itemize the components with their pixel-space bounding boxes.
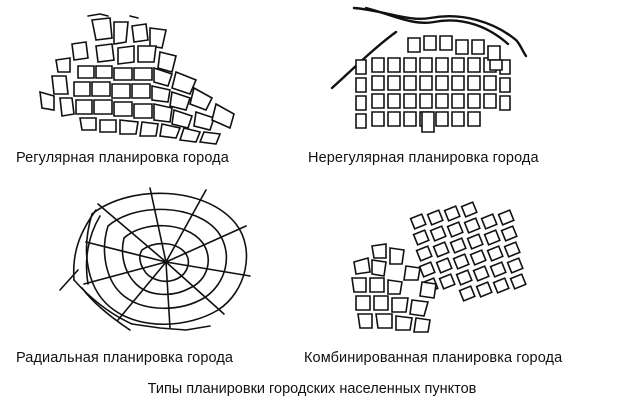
city-block — [388, 112, 400, 126]
irregular-plan-grid — [356, 36, 510, 132]
radial-plan-spokes — [84, 188, 250, 328]
city-block — [477, 282, 492, 297]
city-block — [452, 94, 464, 108]
city-block — [404, 58, 416, 72]
city-block — [356, 78, 366, 92]
city-block — [428, 210, 443, 225]
regular-plan-blocks — [40, 18, 234, 144]
city-block — [456, 40, 468, 54]
city-block — [452, 76, 464, 90]
city-block — [457, 270, 472, 285]
city-block — [420, 58, 432, 72]
city-block — [437, 258, 452, 273]
city-block — [471, 250, 486, 265]
city-block — [420, 262, 435, 277]
radial-plan-drawing — [0, 180, 312, 350]
city-block — [505, 242, 520, 257]
city-block — [468, 94, 480, 108]
regular-plan-panel: Регулярная планировка города — [0, 0, 312, 200]
city-block — [436, 94, 448, 108]
irregular-plan-caption: Нерегулярная планировка города — [308, 150, 539, 166]
city-block — [462, 202, 477, 217]
city-block — [474, 266, 489, 281]
combined-plan-grid — [411, 202, 526, 301]
city-block — [372, 58, 384, 72]
city-block — [484, 76, 496, 90]
city-block — [511, 274, 526, 289]
city-block — [436, 112, 448, 126]
figure-caption: Типы планировки городских населенных пун… — [147, 381, 477, 397]
city-block — [434, 242, 449, 257]
city-block — [485, 230, 500, 245]
city-block — [452, 112, 464, 126]
city-block — [414, 230, 429, 245]
city-block — [404, 76, 416, 90]
city-block — [408, 38, 420, 52]
combined-plan-organic — [352, 244, 436, 332]
city-block — [451, 238, 466, 253]
radial-plan-outskirts — [60, 210, 210, 330]
irregular-plan-panel: Нерегулярная планировка города — [308, 0, 624, 200]
city-block — [424, 36, 436, 50]
city-block — [356, 96, 366, 110]
city-block — [508, 258, 523, 273]
city-block — [420, 76, 432, 90]
city-block — [356, 60, 366, 74]
city-block — [454, 254, 469, 269]
city-block — [388, 58, 400, 72]
city-block — [468, 76, 480, 90]
city-block — [468, 234, 483, 249]
city-block — [484, 94, 496, 108]
city-block — [420, 94, 432, 108]
city-block — [411, 214, 426, 229]
city-block — [417, 246, 432, 261]
city-block — [468, 112, 480, 126]
radial-plan-panel: Радиальная планировка города — [0, 180, 312, 380]
irregular-plan-drawing — [312, 0, 624, 150]
combined-plan-panel: Комбинированная планировка города — [304, 180, 624, 380]
city-block — [488, 246, 503, 261]
city-block — [448, 222, 463, 237]
city-block — [431, 226, 446, 241]
city-block — [472, 40, 484, 54]
city-block — [422, 112, 434, 132]
city-block — [388, 76, 400, 90]
city-block — [436, 76, 448, 90]
city-block — [372, 112, 384, 126]
city-block — [500, 78, 510, 92]
city-block — [372, 76, 384, 90]
city-block — [404, 112, 416, 126]
city-block — [490, 60, 502, 70]
city-block — [482, 214, 497, 229]
city-block — [502, 226, 517, 241]
city-block — [465, 218, 480, 233]
city-block — [499, 210, 514, 225]
city-block — [488, 46, 500, 60]
city-block — [468, 58, 480, 72]
city-block — [436, 58, 448, 72]
combined-plan-drawing — [312, 180, 624, 350]
combined-plan-caption: Комбинированная планировка города — [304, 350, 563, 366]
city-block — [500, 96, 510, 110]
city-block — [404, 94, 416, 108]
city-block — [440, 36, 452, 50]
radial-plan-rings — [87, 193, 247, 324]
city-block — [440, 274, 455, 289]
regular-plan-caption: Регулярная планировка города — [16, 150, 229, 166]
city-block — [445, 206, 460, 221]
city-block — [388, 94, 400, 108]
city-block — [460, 286, 475, 301]
city-block — [372, 94, 384, 108]
city-block — [452, 58, 464, 72]
radial-plan-caption: Радиальная планировка города — [16, 350, 234, 366]
city-block — [356, 114, 366, 128]
regular-plan-drawing — [0, 0, 312, 150]
city-block — [491, 262, 506, 277]
city-block — [494, 278, 509, 293]
